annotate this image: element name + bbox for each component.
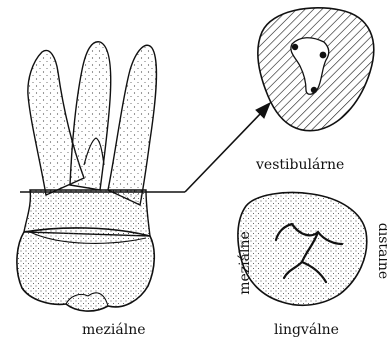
label-lingual: lingválne bbox=[274, 323, 339, 337]
tooth-occlusal-view bbox=[238, 193, 367, 306]
molar-root-middle bbox=[70, 42, 111, 190]
label-vestibular: vestibulárne bbox=[256, 158, 344, 172]
tooth-cross-section bbox=[258, 8, 374, 131]
label-distal-side: distálne bbox=[376, 223, 387, 279]
molar-root-right bbox=[108, 45, 156, 205]
occlusal-outline bbox=[238, 193, 367, 306]
root-canal-1 bbox=[292, 44, 298, 50]
label-mesial-view: meziálne bbox=[82, 323, 146, 337]
pointer-arrow-line bbox=[185, 112, 262, 192]
label-mesial-side: meziálne bbox=[238, 231, 252, 295]
root-canal-3 bbox=[311, 87, 317, 93]
root-canal-2 bbox=[320, 52, 327, 59]
molar-mesial-view bbox=[17, 42, 157, 311]
